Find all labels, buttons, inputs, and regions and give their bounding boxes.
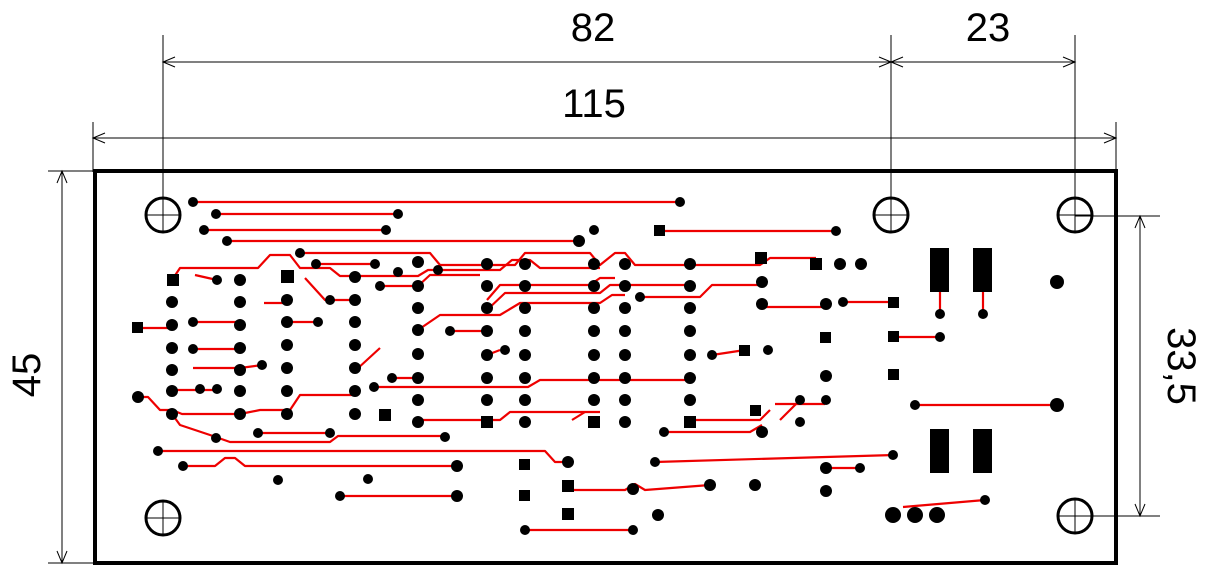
dimension-115: 115	[562, 82, 626, 126]
dimension-33-5: 33,5	[1159, 327, 1203, 405]
board-outline	[93, 169, 1118, 565]
mounting-hole-top-right	[1056, 196, 1094, 234]
mounting-hole-bottom-right	[1056, 497, 1094, 535]
mounting-holes	[144, 196, 1094, 537]
mounting-hole-top-left	[144, 196, 182, 234]
dimension-23: 23	[966, 6, 1011, 50]
dimension-annotations: 82 23 115 45 33,5	[5, 6, 1203, 565]
mounting-hole-bottom-left	[144, 499, 182, 537]
dimension-82: 82	[571, 6, 616, 50]
dimension-45: 45	[5, 353, 49, 398]
pads	[132, 197, 1064, 535]
mounting-hole-top-mid	[872, 196, 910, 234]
